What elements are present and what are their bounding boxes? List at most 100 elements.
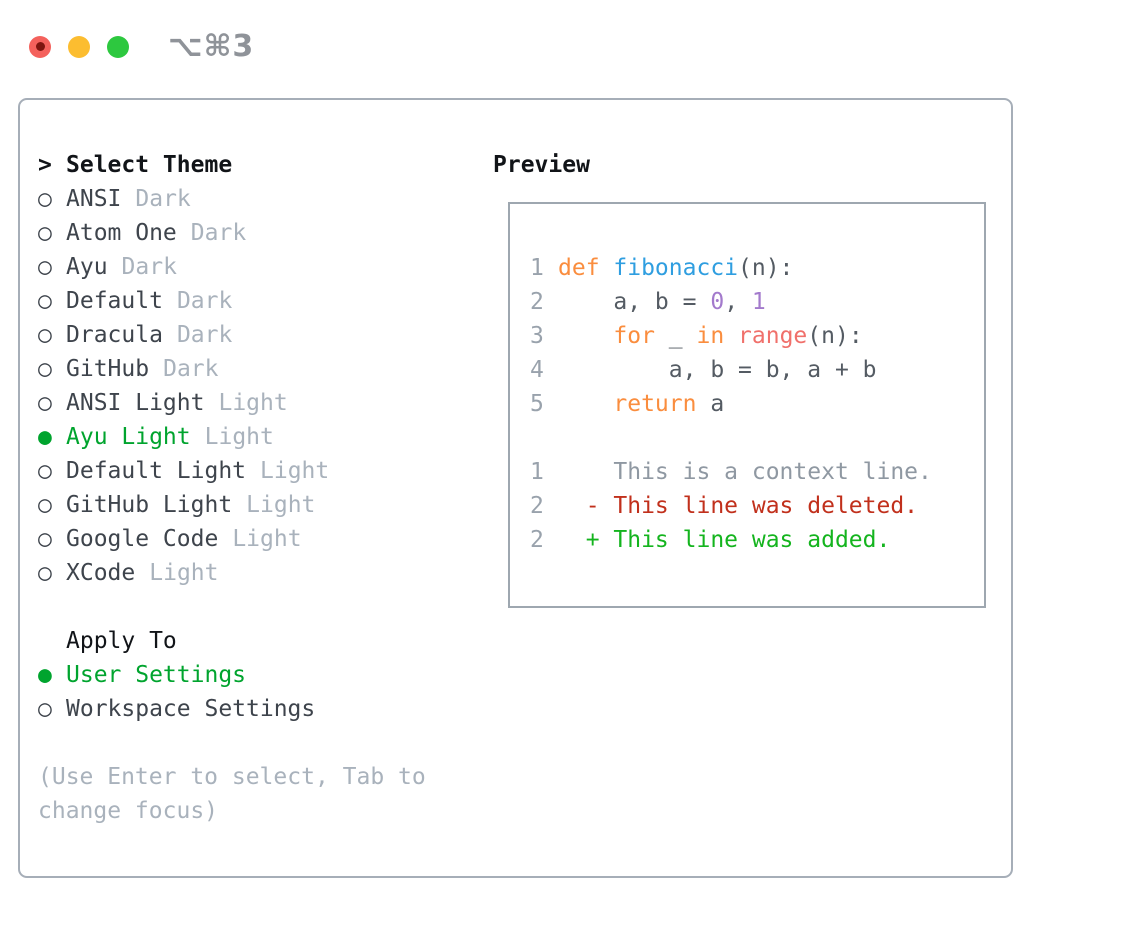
radio-icon: ○ <box>38 492 52 518</box>
line-number: 2 <box>530 289 544 315</box>
code-line: 2 + This line was added. <box>530 523 984 557</box>
radio-icon: ○ <box>38 322 52 348</box>
theme-variant: Light <box>232 526 302 552</box>
theme-variant: Light <box>218 390 288 416</box>
theme-item-ansi-light-light[interactable]: ○ ANSI Light Light <box>38 386 426 420</box>
close-button[interactable] <box>29 35 51 58</box>
code-span: def <box>558 255 614 281</box>
code-span: _ <box>654 323 697 349</box>
theme-variant: Light <box>260 458 330 484</box>
titlebar: ⌥⌘3 <box>29 29 254 64</box>
code-span: (n): <box>807 323 863 349</box>
code-span: This is a context line. <box>558 459 932 485</box>
theme-variant: Dark <box>176 288 233 314</box>
theme-name: Google Code <box>66 526 219 552</box>
theme-variant: Dark <box>135 186 191 212</box>
code-span: a, b = b, a + b <box>558 357 877 383</box>
code-span <box>558 323 613 349</box>
code-span: , <box>724 289 752 315</box>
theme-name: XCode <box>66 560 136 586</box>
apply-option-user-settings[interactable]: ● User Settings <box>38 658 426 692</box>
code-span: + This line was added. <box>558 527 891 553</box>
spacer <box>38 590 426 624</box>
theme-variant: Light <box>246 492 316 518</box>
radio-icon: ○ <box>38 560 52 586</box>
radio-icon: ○ <box>38 186 52 212</box>
theme-variant: Light <box>204 424 274 450</box>
radio-icon: ○ <box>38 356 52 382</box>
theme-item-default-light-light[interactable]: ○ Default Light Light <box>38 454 426 488</box>
code-line: 4 a, b = b, a + b <box>530 353 984 387</box>
spacer <box>38 726 426 760</box>
code-line: 1 def fibonacci(n): <box>530 251 984 285</box>
help-text-line-2: change focus) <box>38 798 219 824</box>
theme-item-ansi-dark[interactable]: ○ ANSI Dark <box>38 182 426 216</box>
theme-name: Ayu <box>66 254 108 280</box>
radio-icon: ○ <box>38 220 52 246</box>
line-number: 1 <box>530 255 544 281</box>
theme-name: Atom One <box>66 220 177 246</box>
theme-item-xcode-light[interactable]: ○ XCode Light <box>38 556 426 590</box>
line-number: 4 <box>530 357 544 383</box>
theme-item-ayu-dark[interactable]: ○ Ayu Dark <box>38 250 426 284</box>
code-line: 1 This is a context line. <box>530 455 984 489</box>
code-span <box>724 323 738 349</box>
code-span: 1 <box>751 289 766 315</box>
code-span: a, b = <box>558 289 711 315</box>
line-number: 5 <box>530 391 544 417</box>
code-line <box>530 421 984 455</box>
line-number: 2 <box>530 493 544 519</box>
code-line: 2 a, b = 0, 1 <box>530 285 984 319</box>
apply-option-workspace-settings[interactable]: ○Workspace Settings <box>38 692 426 726</box>
code-line: 3 for _ in range(n): <box>530 319 984 353</box>
apply-option-label: User Settings <box>66 662 247 688</box>
theme-name: GitHub <box>66 356 150 382</box>
theme-variant: Light <box>149 560 219 586</box>
selected-radio-icon: ● <box>38 424 52 450</box>
code-line: 2 - This line was deleted. <box>530 489 984 523</box>
caret-icon: > <box>38 152 52 178</box>
theme-variant: Dark <box>121 254 177 280</box>
theme-name: ANSI <box>66 186 122 212</box>
theme-variant: Dark <box>163 356 219 382</box>
code-span: a <box>696 391 725 417</box>
theme-variant: Dark <box>176 322 233 348</box>
code-span: (n): <box>738 255 794 281</box>
code-span: in <box>696 323 725 349</box>
radio-icon: ○ <box>38 526 52 552</box>
line-number: 3 <box>530 323 544 349</box>
code-span: range <box>738 323 808 349</box>
theme-name: ANSI Light <box>66 390 205 416</box>
preview-title: Preview <box>493 152 590 178</box>
theme-name: Default <box>66 288 163 314</box>
radio-icon: ○ <box>38 458 52 484</box>
apply-to-header: Apply To <box>38 624 426 658</box>
theme-item-google-code-light[interactable]: ○ Google Code Light <box>38 522 426 556</box>
selected-radio-icon: ● <box>38 662 52 688</box>
code-span: - This line was deleted. <box>558 493 919 519</box>
theme-list-header: > Select Theme <box>38 148 426 182</box>
radio-icon: ○ <box>38 390 52 416</box>
apply-to-title: Apply To <box>66 628 177 654</box>
theme-item-github-dark[interactable]: ○ GitHub Dark <box>38 352 426 386</box>
radio-icon: ○ <box>38 696 52 722</box>
close-dot-icon <box>35 42 45 51</box>
minimize-button[interactable] <box>68 35 90 58</box>
code-span: fibonacci <box>613 255 739 281</box>
radio-icon: ○ <box>38 254 52 280</box>
maximize-button[interactable] <box>107 35 129 58</box>
theme-name: Default Light <box>66 458 247 484</box>
line-number: 2 <box>530 527 544 553</box>
apply-to-options: ● User Settings ○Workspace Settings <box>38 658 426 726</box>
